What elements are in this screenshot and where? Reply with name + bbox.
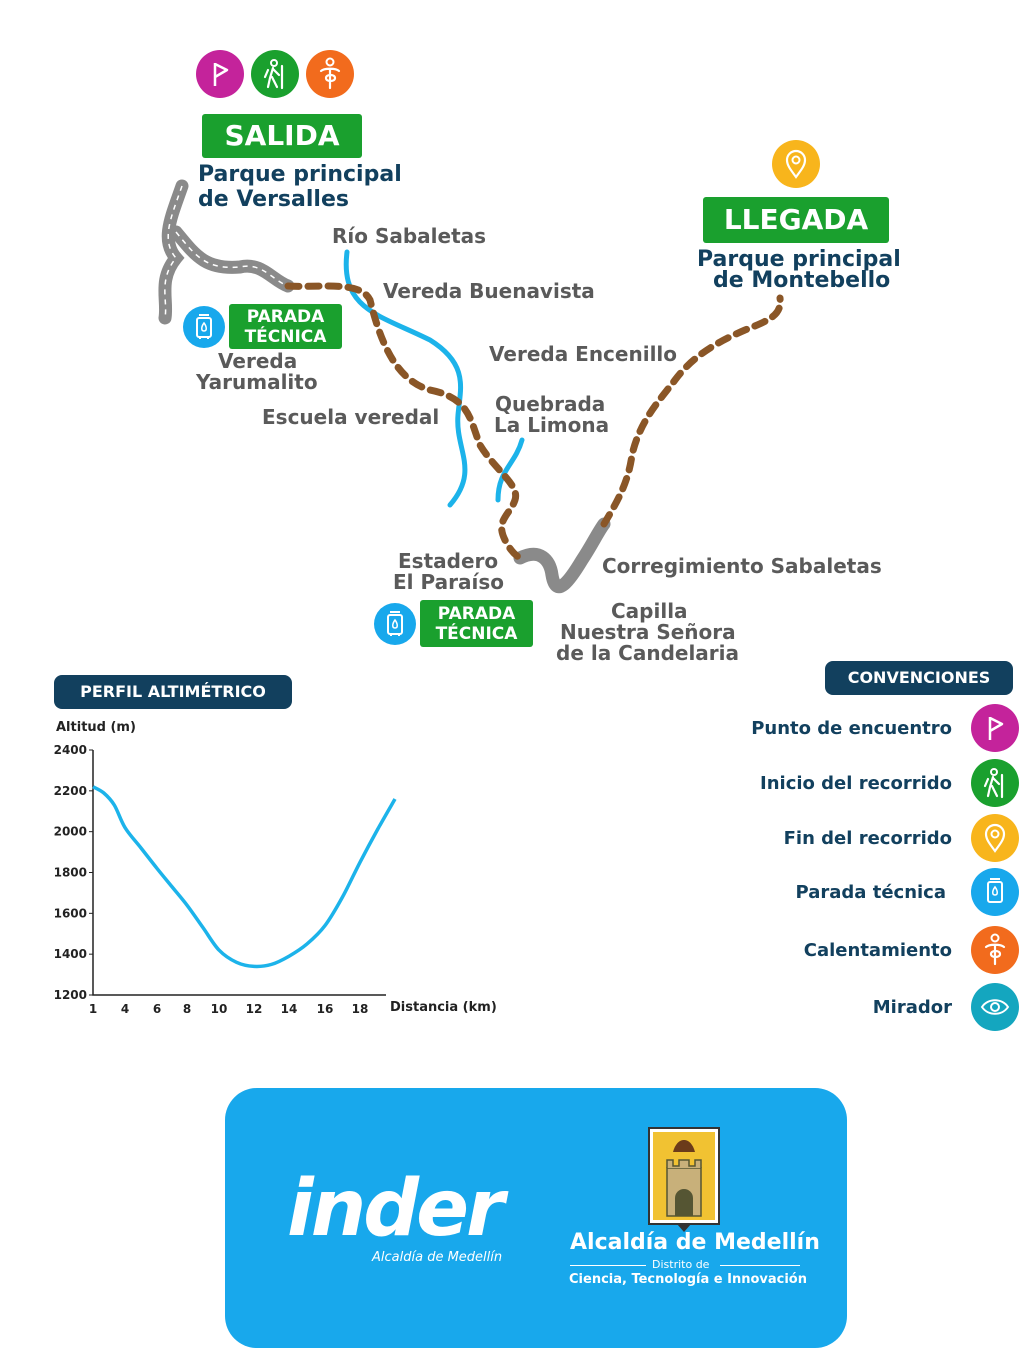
- legend-item: Fin del recorrido: [600, 814, 1020, 862]
- place-yarumalito-2: Yarumalito: [196, 370, 318, 394]
- stop-badge-2-line1: PARADA: [437, 604, 516, 624]
- chart-axes: [92, 750, 386, 996]
- legend-item-label: Punto de encuentro: [751, 718, 952, 739]
- stop-badge-1-line1: PARADA: [246, 307, 325, 327]
- y-tick-label: 1400: [54, 947, 87, 961]
- stop-badge-2: PARADA TÉCNICA: [420, 600, 533, 647]
- place-escuela: Escuela veredal: [262, 405, 440, 429]
- legend-item-label: Mirador: [872, 997, 952, 1018]
- warmup-icon: [971, 926, 1019, 974]
- place-capilla-2: Nuestra Señora: [560, 620, 736, 644]
- inder-wordmark: inder: [287, 1164, 504, 1254]
- x-tick-label: 10: [211, 1002, 228, 1016]
- y-tick-label: 1800: [54, 866, 87, 880]
- distrito-line: Distrito de: [570, 1258, 800, 1272]
- y-tick-label: 1600: [54, 906, 87, 920]
- river-limona: [495, 437, 525, 503]
- legend-item-label: Inicio del recorrido: [760, 773, 952, 794]
- route-map: [158, 179, 784, 594]
- legend-item-label: Parada técnica: [795, 882, 946, 903]
- hiker-icon: [971, 759, 1019, 807]
- place-estadero-2: El Paraíso: [393, 570, 504, 594]
- water-bottle-icon: [183, 306, 225, 348]
- road-start-branch: [169, 225, 295, 293]
- end-badge: LLEGADA: [703, 197, 889, 243]
- x-tick-label: 4: [121, 1002, 129, 1016]
- stop-badge-2-line2: TÉCNICA: [435, 624, 518, 644]
- y-tick-label: 1200: [54, 988, 87, 1002]
- place-yarumalito-1: Vereda: [218, 349, 298, 373]
- flag-icon: [196, 50, 244, 98]
- place-limona-1: Quebrada: [495, 392, 606, 416]
- chart-xlabel: Distancia (km): [390, 1000, 497, 1015]
- water-bottle-icon: [374, 603, 416, 645]
- warmup-icon: [306, 50, 354, 98]
- road-start: [158, 179, 189, 325]
- footer-banner: inder Alcaldía de Medellín Alcaldía de M…: [225, 1088, 847, 1348]
- place-corregimiento: Corregimiento Sabaletas: [602, 554, 882, 578]
- place-encenillo: Vereda Encenillo: [489, 342, 678, 366]
- x-tick-label: 18: [352, 1002, 369, 1016]
- y-tick-label: 2400: [54, 743, 87, 757]
- legend-item-label: Fin del recorrido: [783, 828, 952, 849]
- legend-item: Punto de encuentro: [600, 704, 1020, 752]
- start-place-line1: Parque principal: [198, 162, 402, 187]
- start-place-line2: de Versalles: [198, 187, 349, 212]
- inder-logo: inder Alcaldía de Medellín: [287, 1164, 504, 1265]
- legend-item: Calentamiento: [600, 926, 1020, 974]
- end-place-line1: Parque principal: [697, 247, 901, 272]
- y-tick-label: 2000: [54, 825, 87, 839]
- x-tick-label: 16: [317, 1002, 334, 1016]
- location-pin-icon: [772, 140, 820, 188]
- x-tick-label: 12: [246, 1002, 263, 1016]
- x-tick-label: 14: [281, 1002, 298, 1016]
- alcaldia-name: Alcaldía de Medellín: [570, 1230, 820, 1255]
- place-buenavista: Vereda Buenavista: [383, 279, 595, 303]
- inder-sub: Alcaldía de Medellín: [372, 1250, 503, 1265]
- stop-badge-1: PARADA TÉCNICA: [229, 304, 342, 349]
- profile-title: PERFIL ALTIMÉTRICO: [54, 675, 292, 709]
- place-estadero-1: Estadero: [398, 549, 499, 573]
- chart-ylabel: Altitud (m): [56, 720, 136, 735]
- place-capilla-1: Capilla: [611, 599, 688, 623]
- distrito-text: Distrito de: [652, 1258, 710, 1271]
- eye-icon: [971, 983, 1019, 1031]
- legend-item-label: Calentamiento: [803, 940, 952, 961]
- altitude-line: [92, 785, 397, 969]
- legend-item: Mirador: [600, 983, 1020, 1031]
- legend-item: Inicio del recorrido: [600, 759, 1020, 807]
- distrito-sub: Ciencia, Tecnología e Innovación: [569, 1272, 807, 1287]
- end-place-line2: de Montebello: [713, 268, 891, 293]
- legend-title: CONVENCIONES: [825, 661, 1013, 695]
- start-badge: SALIDA: [202, 114, 362, 158]
- y-tick-label: 2200: [54, 784, 87, 798]
- stop-badge-1-line2: TÉCNICA: [244, 327, 327, 347]
- legend-item: Parada técnica: [600, 868, 1020, 916]
- place-capilla-3: de la Candelaria: [556, 641, 740, 665]
- location-pin-icon: [971, 814, 1019, 862]
- trail: [284, 282, 784, 562]
- x-tick-label: 8: [183, 1002, 191, 1016]
- coat-of-arms: [648, 1127, 720, 1232]
- place-rio-sabaletas: Río Sabaletas: [332, 224, 487, 248]
- flag-icon: [971, 704, 1019, 752]
- river-sabaletas: [343, 249, 468, 508]
- water-bottle-icon: [971, 868, 1019, 916]
- place-limona-2: La Limona: [494, 413, 610, 437]
- x-tick-label: 1: [89, 1002, 97, 1016]
- road-end: [513, 517, 611, 594]
- x-tick-label: 6: [153, 1002, 161, 1016]
- hiker-icon: [251, 50, 299, 98]
